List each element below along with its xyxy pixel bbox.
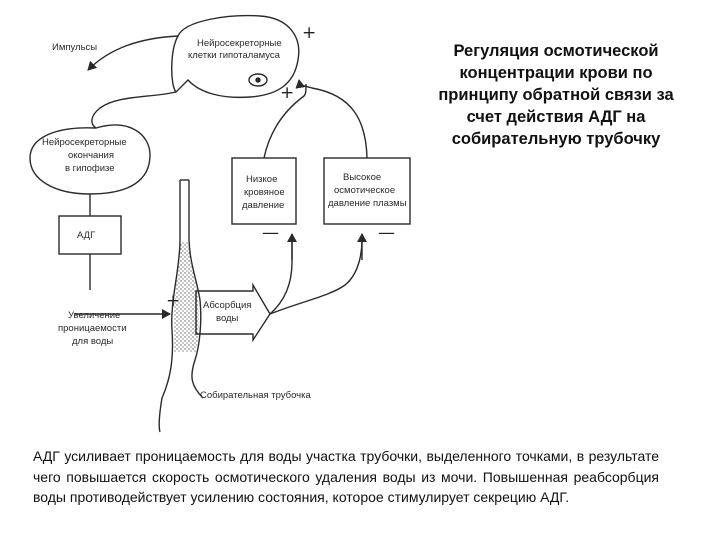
impulses-label: Импульсы bbox=[52, 42, 97, 53]
feedback-loop bbox=[269, 239, 363, 315]
collecting-duct bbox=[158, 180, 181, 433]
low-pressure-label-1: Низкое bbox=[246, 174, 277, 185]
plus-sign-mid: + bbox=[280, 83, 294, 103]
cells-label-1: Нейросекреторные bbox=[197, 38, 282, 49]
dotted-permeable-segment bbox=[173, 242, 199, 352]
pressure-to-cell-arrow bbox=[263, 83, 307, 159]
collecting-duct-label: Собирательная трубочка bbox=[200, 390, 311, 401]
endings-label-1: Нейросекреторные bbox=[42, 137, 127, 148]
adh-label: АДГ bbox=[77, 230, 95, 241]
plus-sign-top: + bbox=[302, 23, 316, 43]
permeability-label-3: для воды bbox=[72, 336, 113, 347]
minus-sign-right: — bbox=[378, 223, 395, 243]
high-osmotic-label-2: осмотическое bbox=[334, 185, 395, 196]
diagram-title: Регуляция осмотической концентрации кров… bbox=[438, 42, 674, 148]
caption-text: АДГ усиливает проницаемость для воды уча… bbox=[33, 448, 659, 505]
endings-label-2: окончания bbox=[68, 150, 114, 161]
low-pressure-label-2: кровяное bbox=[244, 187, 285, 198]
low-pressure-label-3: давление bbox=[242, 200, 284, 211]
hypothalamus-cell-body bbox=[171, 14, 300, 99]
permeability-label-2: проницаемости bbox=[58, 323, 127, 334]
cells-label-2: клетки гипоталамуса bbox=[188, 50, 281, 61]
axon bbox=[91, 91, 177, 129]
endings-label-3: в гипофизе bbox=[65, 163, 115, 174]
minus-sign-left: — bbox=[262, 223, 279, 243]
impulses-arrow bbox=[87, 35, 179, 71]
permeability-label-1: Увеличение bbox=[68, 310, 120, 321]
high-osmotic-label-1: Высокое bbox=[343, 172, 381, 183]
osmotic-to-cell-arrow bbox=[295, 79, 368, 159]
absorption-label-2: воды bbox=[216, 313, 239, 324]
plus-sign-tube: + bbox=[166, 291, 180, 311]
absorption-label-1: Абсорбция bbox=[203, 300, 251, 311]
nucleus bbox=[248, 73, 268, 87]
high-osmotic-label-3: давление плазмы bbox=[328, 198, 407, 209]
absorption-box bbox=[195, 282, 271, 343]
